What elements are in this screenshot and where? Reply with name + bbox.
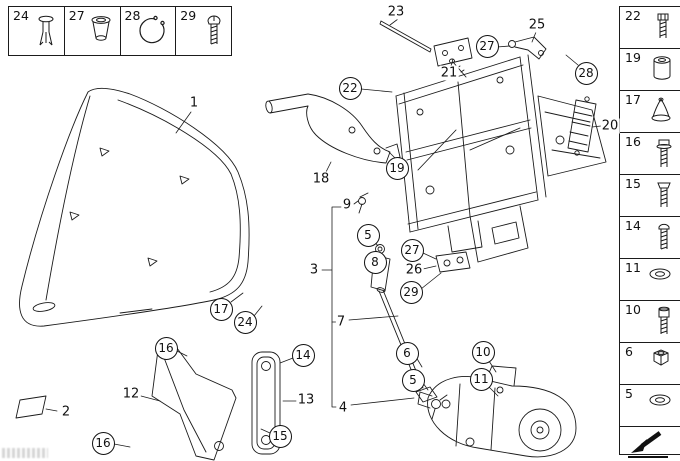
legend-number: 28	[124, 8, 141, 23]
direction-arrow-cell	[620, 427, 680, 459]
column-item-19: 19	[620, 49, 680, 91]
windshield-part-1	[19, 87, 250, 327]
spring-part-20	[567, 96, 597, 156]
column-item-5: 5	[620, 385, 680, 427]
column-number: 5	[625, 386, 633, 401]
rail-parts-13-15	[251, 351, 281, 455]
column-item-14: 14	[620, 217, 680, 259]
hex-bolt-icon	[657, 13, 669, 38]
legend-number: 27	[68, 8, 85, 23]
hex-nut-icon	[653, 349, 669, 366]
column-item-17: 17	[620, 91, 680, 133]
frame-assembly	[395, 54, 607, 263]
legend-item-29: 29	[176, 7, 231, 55]
socket-bolt-icon	[658, 306, 670, 334]
column-number: 10	[625, 302, 641, 317]
column-number: 14	[625, 218, 641, 233]
washer-icon	[649, 268, 671, 280]
flange-bolt-icon	[656, 139, 672, 167]
gas-strut-parts-5-7-8	[370, 244, 424, 390]
fastener-legend: 24 27 28	[8, 6, 232, 56]
column-number: 22	[625, 8, 641, 23]
legend-item-28: 28	[121, 7, 177, 55]
lock-part-4	[415, 386, 448, 420]
column-item-15: 15	[620, 175, 680, 217]
lever-part-25	[508, 36, 547, 60]
parts-column: 22 19 17	[619, 6, 680, 458]
legend-item-27: 27	[65, 7, 121, 55]
bracket-part-12	[151, 343, 237, 461]
column-item-16: 16	[620, 133, 680, 175]
column-number: 15	[625, 176, 641, 191]
legend-number: 24	[13, 8, 29, 23]
screw-icon	[207, 15, 221, 45]
legend-number: 29	[180, 8, 197, 23]
clip-part-9	[358, 192, 369, 214]
column-number: 16	[625, 134, 641, 149]
column-item-10: 10	[620, 301, 680, 343]
legend-item-24: 24	[9, 7, 65, 55]
oval-screw-icon	[658, 223, 670, 250]
actuator-assembly-parts-10-11	[417, 365, 577, 458]
column-number: 19	[625, 50, 641, 65]
direction-arrow-icon	[628, 431, 668, 458]
bushing-icon	[653, 56, 671, 80]
top-plate-screw-part-21	[433, 37, 473, 78]
pan-screw-icon	[657, 182, 671, 207]
column-number: 17	[625, 92, 641, 107]
column-number: 6	[625, 344, 633, 359]
column-item-6: 6	[620, 343, 680, 385]
washer-icon	[649, 394, 671, 406]
circlip-icon	[139, 15, 165, 44]
pad-part-2	[15, 395, 47, 419]
column-number: 11	[625, 260, 641, 275]
grommet-icon	[91, 16, 110, 41]
rod-part-23	[379, 20, 432, 53]
bracket-parts-26-27-29	[435, 251, 471, 273]
cap-icon	[651, 97, 671, 122]
column-item-11: 11	[620, 259, 680, 301]
mount-bracket-part-18	[265, 93, 401, 164]
watermark	[2, 448, 48, 458]
column-item-22: 22	[620, 7, 680, 49]
rivet-icon	[38, 15, 54, 46]
